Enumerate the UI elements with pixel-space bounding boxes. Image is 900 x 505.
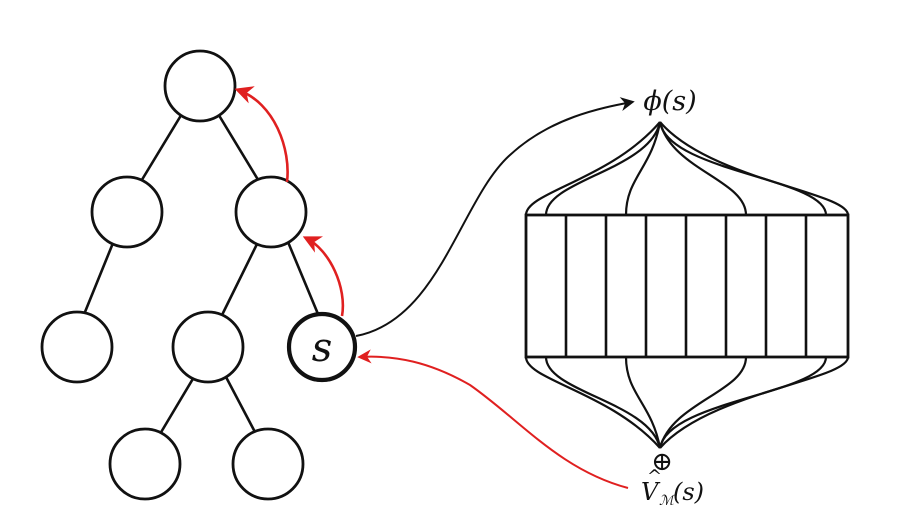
value-label-base: V: [641, 478, 661, 505]
backup-arrows: [234, 86, 345, 317]
tree-node-root: [163, 49, 237, 123]
tree-edges: [83, 115, 320, 436]
node-s-label: s: [312, 325, 333, 371]
backup-arrow: [234, 86, 289, 183]
value-connection: [524, 356, 661, 449]
tree-edge: [221, 240, 260, 315]
network: [524, 121, 850, 449]
value-label-argument: (s): [673, 478, 704, 505]
value-connection: [624, 356, 662, 449]
output-connection: [544, 121, 662, 216]
value-label: ^ V ℳ (s): [641, 466, 704, 505]
tree-nodes: [40, 49, 358, 501]
tree-node: [234, 175, 308, 249]
tree-edge: [158, 375, 196, 436]
tree-node: [231, 427, 305, 501]
tree-edge: [138, 115, 182, 185]
output-connection: [624, 121, 662, 216]
value-connection: [544, 356, 662, 449]
output-connection: [659, 121, 850, 216]
tree-node-s: [286, 311, 358, 383]
output-connection: [524, 121, 661, 216]
tree-edge: [218, 115, 262, 185]
tree-node: [40, 310, 114, 384]
feature-arrow: [355, 97, 635, 337]
output-connections: [524, 121, 850, 216]
value-connection: [659, 356, 850, 449]
value-connections: [524, 356, 850, 449]
tree-edge: [83, 241, 115, 314]
value-label-subscript: ℳ: [659, 493, 676, 505]
sum-symbol: ⊕: [651, 447, 673, 477]
tree-edge: [286, 240, 320, 316]
tree-node: [171, 310, 245, 384]
value-label-hat: ^: [647, 466, 662, 487]
output-label-phi: ϕ(s): [643, 86, 696, 117]
network-column-dividers: [564, 215, 808, 357]
tree-edge: [224, 375, 258, 436]
output-connection: [658, 121, 828, 216]
tree-node: [108, 427, 182, 501]
value-arrow: [357, 349, 629, 489]
backup-arrow: [302, 236, 345, 317]
tree-node: [90, 175, 164, 249]
